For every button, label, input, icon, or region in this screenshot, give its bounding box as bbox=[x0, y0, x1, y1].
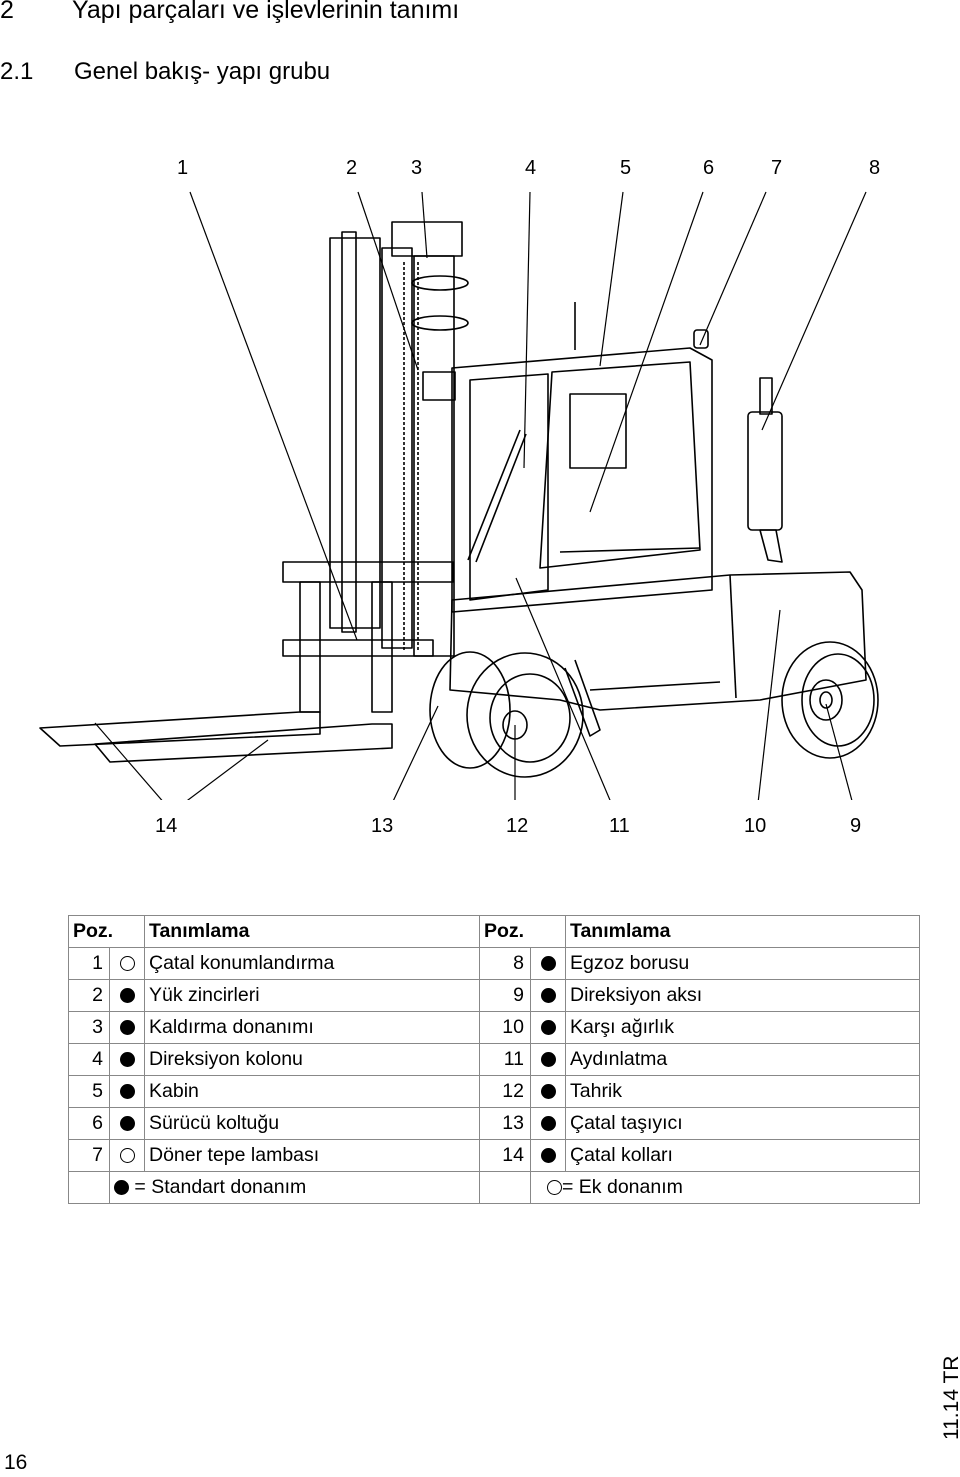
filled-circle-icon bbox=[540, 1020, 556, 1035]
callout-number: 4 bbox=[525, 157, 537, 179]
open-circle-icon bbox=[119, 956, 135, 971]
component-description: Egzoz borusu bbox=[565, 947, 920, 980]
equipment-marker bbox=[109, 1107, 145, 1140]
component-description: Karşı ağırlık bbox=[565, 1011, 920, 1044]
position-number: 6 bbox=[68, 1107, 110, 1140]
component-description: Sürücü koltuğu bbox=[144, 1107, 480, 1140]
open-circle-icon bbox=[547, 1180, 562, 1195]
table-footer-row: = Standart donanım = Ek donanım bbox=[68, 1171, 920, 1204]
position-number: 7 bbox=[68, 1139, 110, 1172]
open-circle-icon bbox=[119, 1148, 135, 1163]
equipment-marker bbox=[530, 1043, 566, 1076]
filled-circle-icon bbox=[119, 1020, 135, 1035]
component-description: Kaldırma donanımı bbox=[144, 1011, 480, 1044]
filled-circle-icon bbox=[114, 1180, 129, 1195]
position-number: 12 bbox=[479, 1075, 531, 1108]
forklift-illustration bbox=[39, 191, 879, 800]
equipment-marker bbox=[109, 1011, 145, 1044]
position-number: 1 bbox=[68, 947, 110, 980]
filled-circle-icon bbox=[540, 1084, 556, 1099]
equipment-marker bbox=[530, 1011, 566, 1044]
component-description: Direksiyon aksı bbox=[565, 979, 920, 1012]
filled-circle-icon bbox=[540, 1116, 556, 1131]
optional-equipment-key: = Ek donanım bbox=[530, 1171, 920, 1204]
filled-circle-icon bbox=[119, 1052, 135, 1067]
callout-number: 5 bbox=[620, 157, 632, 179]
page-number: 16 bbox=[4, 1451, 28, 1474]
position-number: 14 bbox=[479, 1139, 531, 1172]
filled-circle-icon bbox=[540, 1148, 556, 1163]
position-number: 11 bbox=[479, 1043, 531, 1076]
callout-number: 13 bbox=[371, 815, 394, 837]
position-number: 10 bbox=[479, 1011, 531, 1044]
component-description: Aydınlatma bbox=[565, 1043, 920, 1076]
chapter-number: 2 bbox=[0, 0, 14, 24]
position-number: 9 bbox=[479, 979, 531, 1012]
component-description: Direksiyon kolonu bbox=[144, 1043, 480, 1076]
component-description: Tahrik bbox=[565, 1075, 920, 1108]
filled-circle-icon bbox=[119, 1116, 135, 1131]
section-number: 2.1 bbox=[0, 58, 34, 85]
equipment-marker bbox=[530, 947, 566, 980]
standard-equipment-key: = Standart donanım bbox=[109, 1171, 480, 1204]
component-description: Kabin bbox=[144, 1075, 480, 1108]
component-description: Çatal konumlandırma bbox=[144, 947, 480, 980]
equipment-marker bbox=[109, 947, 145, 980]
section-heading: 2.1 Genel bakış- yapı grubu bbox=[0, 58, 330, 86]
equipment-marker bbox=[109, 1075, 145, 1108]
table-header-row: Poz. Tanımlama Poz. Tanımlama bbox=[68, 915, 920, 948]
standard-equipment-label: = Standart donanım bbox=[134, 1176, 307, 1198]
callout-number: 8 bbox=[869, 157, 881, 179]
callout-number: 6 bbox=[703, 157, 715, 179]
component-description: Döner tepe lambası bbox=[144, 1139, 480, 1172]
callout-number: 7 bbox=[771, 157, 783, 179]
filled-circle-icon bbox=[119, 988, 135, 1003]
chapter-heading: 2 Yapı parçaları ve işlevlerinin tanımı bbox=[0, 0, 459, 25]
filled-circle-icon bbox=[540, 988, 556, 1003]
position-number: 8 bbox=[479, 947, 531, 980]
position-number: 13 bbox=[479, 1107, 531, 1140]
callout-number: 10 bbox=[744, 815, 767, 837]
equipment-marker bbox=[109, 1043, 145, 1076]
column-header-description: Tanımlama bbox=[565, 915, 920, 948]
equipment-marker bbox=[109, 1139, 145, 1172]
filled-circle-icon bbox=[119, 1084, 135, 1099]
component-description: Çatal taşıyıcı bbox=[565, 1107, 920, 1140]
position-number: 3 bbox=[68, 1011, 110, 1044]
position-number: 5 bbox=[68, 1075, 110, 1108]
position-number: 4 bbox=[68, 1043, 110, 1076]
filled-circle-icon bbox=[540, 956, 556, 971]
equipment-marker bbox=[109, 979, 145, 1012]
column-header-description: Tanımlama bbox=[144, 915, 480, 948]
optional-equipment-label: = Ek donanım bbox=[562, 1176, 683, 1198]
edition-label: 11.14 TR bbox=[940, 1355, 960, 1440]
position-number: 2 bbox=[68, 979, 110, 1012]
callout-number: 14 bbox=[155, 815, 178, 837]
equipment-marker bbox=[530, 1075, 566, 1108]
equipment-marker bbox=[530, 979, 566, 1012]
callout-number: 9 bbox=[850, 815, 862, 837]
section-title: Genel bakış- yapı grubu bbox=[74, 58, 331, 85]
callout-number: 1 bbox=[177, 157, 189, 179]
chapter-title: Yapı parçaları ve işlevlerinin tanımı bbox=[72, 0, 460, 24]
callout-number: 11 bbox=[609, 815, 630, 837]
component-description: Çatal kolları bbox=[565, 1139, 920, 1172]
component-description: Yük zincirleri bbox=[144, 979, 480, 1012]
callout-number: 12 bbox=[506, 815, 529, 837]
column-header-position: Poz. bbox=[479, 915, 566, 948]
column-header-position: Poz. bbox=[68, 915, 145, 948]
equipment-marker bbox=[530, 1139, 566, 1172]
component-legend-table: Poz. Tanımlama Poz. Tanımlama 1 Çatal kon… bbox=[68, 915, 920, 1204]
callout-number: 2 bbox=[346, 157, 358, 179]
equipment-marker bbox=[530, 1107, 566, 1140]
filled-circle-icon bbox=[540, 1052, 556, 1067]
callout-number: 3 bbox=[411, 157, 423, 179]
